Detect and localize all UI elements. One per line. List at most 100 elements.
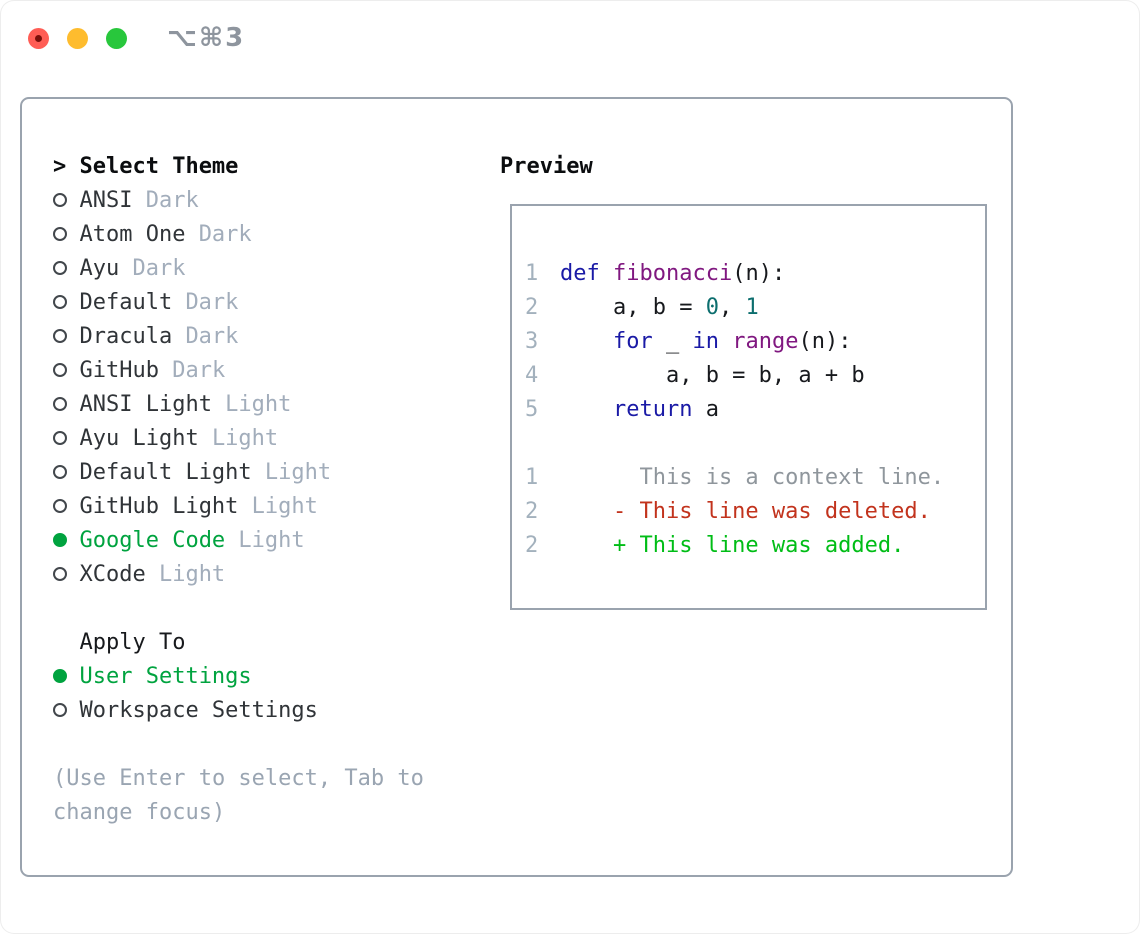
apply-to-option-label: Workspace Settings (79, 698, 318, 723)
theme-variant-badge: Dark (172, 358, 226, 383)
theme-name: XCode (79, 562, 146, 587)
help-text: (Use Enter to select, Tab to change focus… (53, 762, 424, 830)
line-number: 1 (525, 465, 539, 490)
theme-variant-badge: Dark (185, 324, 239, 349)
code-line: 2 a, b = 0, 1 (525, 291, 985, 325)
cursor-icon: > (53, 154, 67, 179)
code-line: 2 - This line was deleted. (525, 495, 985, 529)
code-segment-pln: , (718, 295, 746, 320)
code-segment-pln (560, 397, 613, 422)
apply-to-header: Apply To (53, 626, 424, 660)
theme-option[interactable]: ANSI Light Light (53, 388, 424, 422)
theme-name: Google Code (79, 528, 226, 553)
theme-variant-badge: Dark (185, 290, 239, 315)
code-line (525, 427, 985, 461)
code-segment-pln: _ (652, 329, 693, 354)
theme-option[interactable]: GitHub Light Light (53, 490, 424, 524)
close-button[interactable] (28, 27, 49, 49)
code-segment-typ: fibonacci (613, 261, 733, 286)
window-title: ⌥⌘3 (167, 23, 246, 53)
theme-option[interactable]: Ayu Light Light (53, 422, 424, 456)
code-segment-kwd: def (560, 261, 600, 286)
window-titlebar: ⌥⌘3 (28, 23, 245, 53)
code-segment-add: + This line was added. (560, 533, 905, 558)
radio-selected-icon (53, 533, 67, 547)
theme-variant-badge: Dark (145, 188, 199, 213)
radio-icon (53, 363, 67, 377)
apply-to-option[interactable]: User Settings (53, 660, 424, 694)
theme-variant-badge: Light (251, 494, 318, 519)
line-number: 5 (525, 397, 539, 422)
line-number: 2 (525, 499, 539, 524)
code-segment-kwd: return (612, 397, 693, 422)
radio-icon (53, 261, 67, 275)
radio-icon (53, 431, 67, 445)
apply-to-option[interactable]: Workspace Settings (53, 694, 424, 728)
code-line: 4 a, b = b, a + b (525, 359, 985, 393)
theme-name: Default Light (79, 460, 252, 485)
code-segment-pln: (n): (798, 329, 852, 354)
code-segment-pln (600, 261, 613, 286)
help-text-line: change focus) (53, 800, 226, 825)
theme-option[interactable]: ANSI Dark (53, 184, 424, 218)
spacer (53, 728, 424, 762)
radio-selected-icon (53, 669, 67, 683)
code-segment-pln (719, 329, 732, 354)
theme-variant-badge: Light (211, 426, 279, 451)
code-segment-lit: 1 (745, 295, 759, 320)
zoom-button[interactable] (106, 27, 127, 49)
theme-variant-badge: Light (238, 528, 305, 553)
apply-to-label: Apply To (79, 630, 186, 655)
radio-icon (53, 227, 67, 241)
code-segment-ctx: This is a context line. (560, 465, 945, 490)
preview-title: Preview (500, 154, 593, 179)
minimize-button[interactable] (67, 27, 88, 49)
code-segment-kwd: in (692, 329, 719, 354)
theme-variant-badge: Dark (198, 222, 252, 247)
theme-option[interactable]: Default Dark (53, 286, 424, 320)
code-line: 1 This is a context line. (525, 461, 985, 495)
theme-name: ANSI Light (79, 392, 212, 417)
radio-icon (53, 397, 67, 411)
code-segment-pln (560, 329, 613, 354)
line-number: 1 (525, 261, 539, 286)
line-number: 2 (525, 533, 539, 558)
radio-icon (53, 193, 67, 207)
theme-name: Atom One (79, 222, 186, 247)
code-segment-pln: a, b = b, a + b (560, 363, 865, 388)
select-theme-label: Select Theme (79, 154, 239, 179)
theme-option[interactable]: GitHub Dark (53, 354, 424, 388)
code-line: 5 return a (525, 393, 985, 427)
theme-name: GitHub Light (79, 494, 239, 519)
radio-icon (53, 295, 67, 309)
theme-variant-badge: Light (264, 460, 332, 485)
radio-icon (53, 499, 67, 513)
line-number: 4 (525, 363, 539, 388)
code-line: 3 for _ in range(n): (525, 325, 985, 359)
radio-icon (53, 465, 67, 479)
theme-name: GitHub (79, 358, 159, 383)
close-button-dot-icon (35, 34, 42, 42)
theme-variant-badge: Light (225, 392, 292, 417)
select-theme-header: > Select Theme (53, 150, 424, 184)
theme-name: ANSI (79, 188, 133, 213)
theme-name: Default (79, 290, 173, 315)
code-segment-pln: a, b = (560, 295, 706, 320)
code-segment-lit: 0 (705, 295, 719, 320)
theme-option[interactable]: Google Code Light (53, 524, 424, 558)
theme-option[interactable]: Atom One Dark (53, 218, 424, 252)
theme-option[interactable]: Default Light Light (53, 456, 424, 490)
spacer (53, 592, 424, 626)
help-text-line: (Use Enter to select, Tab to (53, 766, 424, 791)
line-number: 2 (525, 295, 539, 320)
theme-name: Ayu Light (79, 426, 199, 451)
